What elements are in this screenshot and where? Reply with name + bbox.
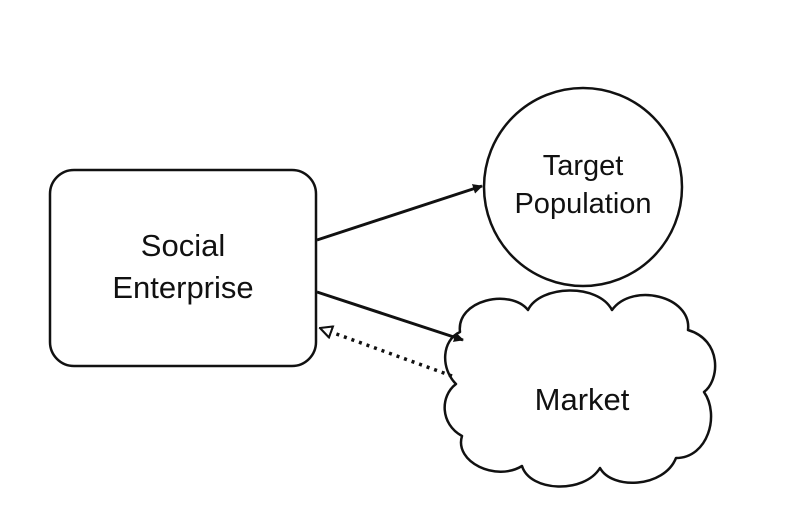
edge-market-to-social-enterprise-dotted (320, 328, 453, 378)
target-population-circle (482, 86, 684, 288)
node-market: Market (443, 289, 717, 488)
target-population-label-line1: Target (543, 150, 624, 182)
social-enterprise-box (48, 168, 318, 368)
social-enterprise-label-line1: Social (141, 228, 225, 263)
market-label: Market (535, 382, 630, 417)
edge-social-enterprise-to-market (316, 290, 464, 342)
market-cloud (443, 289, 717, 488)
target-population-label-line2: Population (514, 188, 651, 220)
node-target-population: Target Population (482, 86, 684, 288)
node-social-enterprise: Social Enterprise (48, 168, 318, 368)
social-enterprise-label-line2: Enterprise (112, 270, 253, 305)
edge-social-enterprise-to-target-population (316, 184, 483, 242)
